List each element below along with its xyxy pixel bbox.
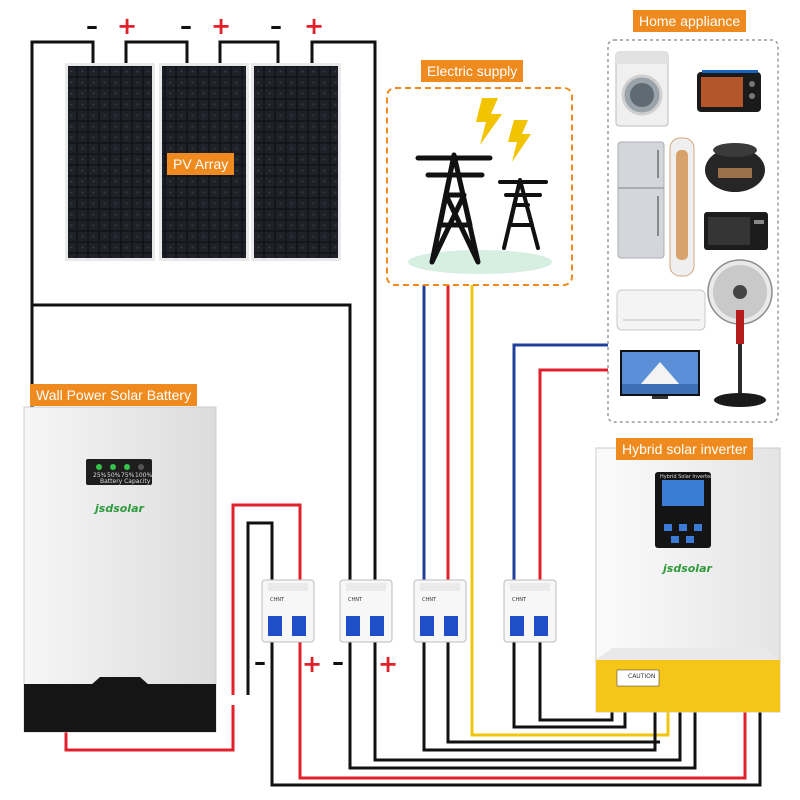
caution-label: CAUTION bbox=[628, 673, 656, 680]
lower-wire-8 bbox=[538, 640, 614, 722]
electric-supply-label: Electric supply bbox=[421, 60, 524, 82]
breaker-terminal-sign: + bbox=[302, 650, 323, 678]
tower-air-conditioner-icon bbox=[669, 137, 695, 277]
pv-terminal-sign: – bbox=[270, 12, 282, 40]
wall-battery bbox=[23, 406, 217, 733]
breakers bbox=[261, 579, 557, 643]
pv-terminal-sign: – bbox=[180, 12, 192, 40]
battery-black-wire bbox=[246, 521, 274, 695]
battery-level-led bbox=[124, 464, 130, 470]
home-appliance-box bbox=[607, 39, 779, 423]
washing-machine-icon bbox=[615, 51, 669, 127]
circuit-breaker bbox=[339, 579, 393, 643]
battery-level-text: 50% bbox=[107, 472, 121, 479]
battery-brand-logo: jsdsolar bbox=[95, 502, 144, 515]
circuit-breaker bbox=[503, 579, 557, 643]
rice-cooker-icon bbox=[705, 143, 765, 192]
electric-supply-box bbox=[386, 87, 573, 286]
lower-wire-3 bbox=[348, 640, 697, 770]
battery-level-text: 100% bbox=[135, 472, 153, 479]
breaker-brand-text: CHNT bbox=[270, 597, 285, 603]
inverter-brand-logo: jsdsolar bbox=[663, 562, 712, 575]
breaker-terminal-sign: – bbox=[332, 648, 344, 676]
pv-jumper-1 bbox=[124, 40, 189, 64]
lower-wire-6 bbox=[446, 640, 660, 744]
breaker-brand-text: CHNT bbox=[422, 597, 437, 603]
wires bbox=[30, 40, 762, 787]
lower-wire-1 bbox=[270, 640, 762, 787]
wall-battery-label: Wall Power Solar Battery bbox=[30, 384, 198, 406]
wall-air-conditioner-icon bbox=[616, 289, 706, 331]
hybrid-inverter-label: Hybrid solar inverter bbox=[616, 438, 754, 460]
pv-terminal-sign: + bbox=[117, 12, 138, 40]
lightning-bolt-icon bbox=[476, 98, 531, 162]
battery-capacity-label: Battery Capacity bbox=[100, 478, 151, 485]
pv-positive-wire bbox=[310, 40, 377, 580]
pv-terminal-sign: – bbox=[86, 12, 98, 40]
pv-jumper-2 bbox=[218, 40, 280, 64]
home-appliance-label: Home appliance bbox=[633, 10, 747, 32]
battery-level-led bbox=[110, 464, 116, 470]
breaker-brand-text: CHNT bbox=[348, 597, 363, 603]
breaker-brand-text: CHNT bbox=[512, 597, 527, 603]
pv-array-label: PV Array bbox=[167, 153, 235, 175]
hybrid-inverter bbox=[595, 447, 781, 713]
pv-negative-wire bbox=[30, 40, 95, 580]
inverter-screen-title: Hybrid Solar Inverter bbox=[660, 474, 713, 480]
transmission-tower-icon bbox=[415, 152, 493, 265]
solar-panel bbox=[251, 63, 341, 261]
circuit-breaker bbox=[413, 579, 467, 643]
battery-level-led bbox=[96, 464, 102, 470]
battery-red-wire bbox=[231, 503, 302, 695]
battery-red-lower bbox=[64, 705, 235, 752]
lower-wire-7 bbox=[512, 640, 627, 729]
load-red-wire bbox=[538, 368, 610, 580]
toaster-oven-icon bbox=[697, 70, 761, 112]
battery-level-led bbox=[138, 464, 144, 470]
lower-wire-2 bbox=[298, 640, 747, 780]
standing-fan-icon bbox=[707, 259, 773, 407]
breaker-terminal-sign: – bbox=[254, 648, 266, 676]
transmission-tower-icon bbox=[498, 178, 548, 250]
lower-wire-4 bbox=[373, 640, 682, 762]
circuit-breaker bbox=[261, 579, 315, 643]
solar-panel bbox=[65, 63, 155, 261]
pv-terminal-sign: + bbox=[211, 12, 232, 40]
inverter-buttons bbox=[664, 524, 702, 543]
battery-level-text: 75% bbox=[121, 472, 135, 479]
pv-terminal-sign: + bbox=[304, 12, 325, 40]
breaker-terminal-sign: + bbox=[378, 650, 399, 678]
grid-yellow-wire bbox=[470, 285, 670, 737]
lower-wire-5 bbox=[422, 640, 657, 752]
television-icon bbox=[620, 350, 700, 399]
pv-negative-down bbox=[32, 303, 352, 580]
load-blue-wire bbox=[512, 343, 610, 580]
battery-level-text: 25% bbox=[93, 472, 107, 479]
refrigerator-icon bbox=[617, 141, 665, 259]
microwave-icon bbox=[704, 212, 768, 250]
